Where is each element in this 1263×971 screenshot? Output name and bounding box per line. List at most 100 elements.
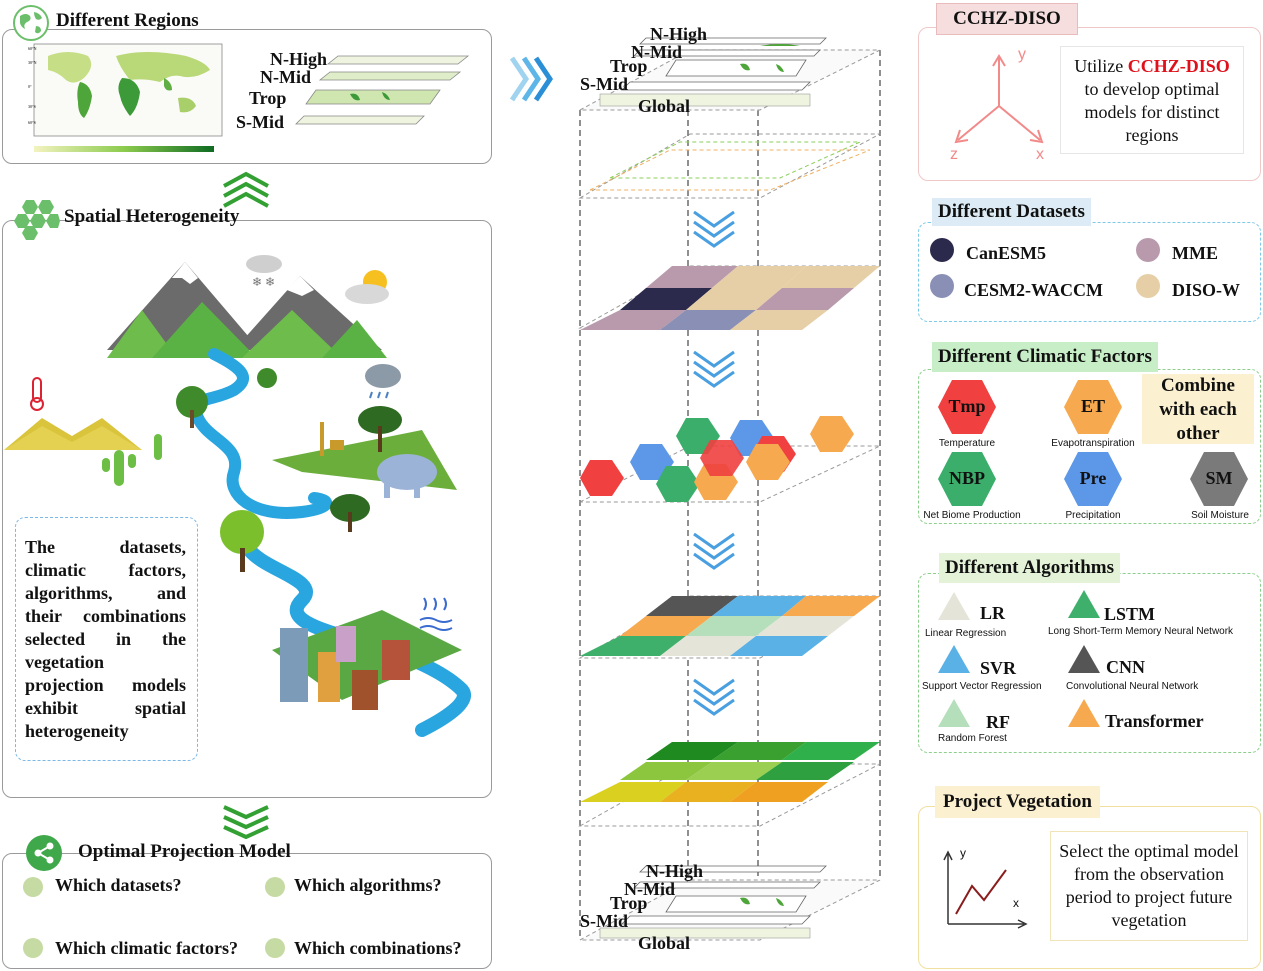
algo-name-lstm: Long Short-Term Memory Neural Network [1048,626,1234,637]
dataset-label-mme: MME [1172,243,1218,263]
layer-stack [578,37,881,941]
algorithms-title: Different Algorithms [939,553,1121,583]
factor-name-nbp: Net Biome Production [923,510,1021,521]
algo-triangle-transformer [1068,699,1100,727]
axis-x-label: x [1036,146,1044,163]
question-climatic-factors: Which climatic factors? [55,938,238,958]
svg-text:60°S: 60°S [28,120,36,125]
dataset-dot-disow [1136,274,1160,298]
dataset-label-canesm5: CanESM5 [966,243,1047,263]
cchz-text-highlight: CCHZ-DISO [1127,56,1230,76]
factor-name-pre: Precipitation [1065,510,1121,521]
dataset-dot-canesm5 [930,238,954,262]
algo-triangle-svr [938,645,970,673]
region-strips [295,55,470,125]
region-label-nmid: N-Mid [260,67,311,87]
svg-text:❄ ❄: ❄ ❄ [252,275,275,289]
factor-abbr-et: ET [1080,396,1105,416]
svg-text:0°: 0° [28,84,32,89]
factor-hex-et [1064,380,1122,434]
project-axis-x: x [1013,896,1019,910]
project-title: Project Vegetation [935,786,1100,818]
algo-triangle-lstm [1068,590,1100,618]
stack-bottom-label-trop: Trop [610,893,648,913]
algo-triangle-cnn [1068,645,1100,673]
dataset-dot-mme [1136,238,1160,262]
algo-name-cnn: Convolutional Neural Network [1066,681,1199,692]
factor-abbr-tmp: Tmp [948,396,986,416]
stack-bottom-label-nmid: N-Mid [624,879,675,899]
question-combinations: Which combinations? [294,938,462,958]
datasets-title: Different Datasets [932,198,1091,226]
factor-name-et: Evapotranspiration [1051,438,1135,449]
svg-text:60°N: 60°N [28,46,37,51]
question-datasets: Which datasets? [55,875,182,895]
stack-top-label-nmid: N-Mid [631,42,682,62]
algo-name-rf: Random Forest [938,733,1007,744]
share-icon [26,835,62,871]
factor-name-tmp: Temperature [938,438,996,449]
stack-top-label-nhigh: N-High [650,24,708,44]
combine-box: Combine with each other [1142,374,1254,444]
bullet-dot [23,938,43,958]
datasets-panel [918,222,1261,322]
algo-abbr-svr: SVR [980,658,1017,678]
project-text: Select the optimal model from the observ… [1050,831,1248,941]
chevron-right-icon [509,56,554,102]
dataset-label-disow: DISO-W [1172,280,1241,300]
algo-name-lr: Linear Regression [925,628,1007,639]
algo-abbr-lr: LR [980,603,1006,623]
axes-3d-icon [954,54,1044,144]
hexagon-cluster-icon [14,200,60,240]
axis-y-label: y [1018,46,1026,63]
stack-top-label-smid: S-Mid [580,74,629,94]
cchz-title: CCHZ-DISO [936,3,1078,35]
stack-bottom-label-global: Global [638,933,691,953]
spatial-text: The datasets, climatic factors, algorith… [25,537,186,741]
factor-hex-tmp [938,380,996,434]
stack-top-label-trop: Trop [610,56,648,76]
svg-text:30°N: 30°N [28,60,37,65]
chevron-down-icon [223,805,269,839]
stack-bottom-label-smid: S-Mid [580,911,629,931]
region-label-nhigh: N-High [270,49,328,69]
cchz-text-pre: Utilize [1074,56,1128,76]
factors-title: Different Climatic Factors [932,342,1158,372]
algo-abbr-lstm: LSTM [1104,604,1156,624]
dataset-dot-cesm2 [930,274,954,298]
question-algorithms: Which algorithms? [294,875,442,895]
factor-abbr-pre: Pre [1079,468,1107,488]
chevron-up-icon [223,171,269,208]
factor-name-sm: Soil Moisture [1191,510,1249,521]
project-axis-y: y [960,846,966,860]
regions-title: Different Regions [56,10,199,31]
factor-abbr-nbp: NBP [949,468,985,488]
line-chart-icon [943,850,1028,929]
spatial-text-box [15,517,198,761]
axis-z-label: z [950,146,958,163]
dataset-label-cesm2: CESM2-WACCM [964,280,1103,300]
optimal-title: Optimal Projection Model [78,841,291,862]
algo-name-svr: Support Vector Regression [922,681,1042,692]
svg-text:30°S: 30°S [28,104,36,109]
cchz-panel [918,27,1261,181]
optimal-panel [2,853,492,969]
cchz-text-post: to develop optimal models for distinct r… [1084,79,1220,145]
factor-hex-pre [1064,452,1122,506]
algo-triangle-lr [938,592,970,620]
bullet-dot [23,877,43,897]
cchz-text-box: Utilize CCHZ-DISO to develop optimal mod… [1060,46,1244,154]
bullet-dot [265,938,285,958]
stack-top-label-global: Global [638,96,691,116]
algo-triangle-rf [938,699,970,727]
spatial-title: Spatial Heterogeneity [64,206,240,227]
landscape-illustration: ❄ ❄ [4,255,471,737]
globe-icon [13,5,49,41]
algo-abbr-rf: RF [986,712,1010,732]
region-label-smid: S-Mid [236,112,285,132]
factor-hex-sm [1190,452,1248,506]
factor-abbr-sm: SM [1205,468,1233,488]
stack-bottom-label-nhigh: N-High [646,861,704,881]
bullet-dot [265,877,285,897]
region-label-trop: Trop [249,88,287,108]
